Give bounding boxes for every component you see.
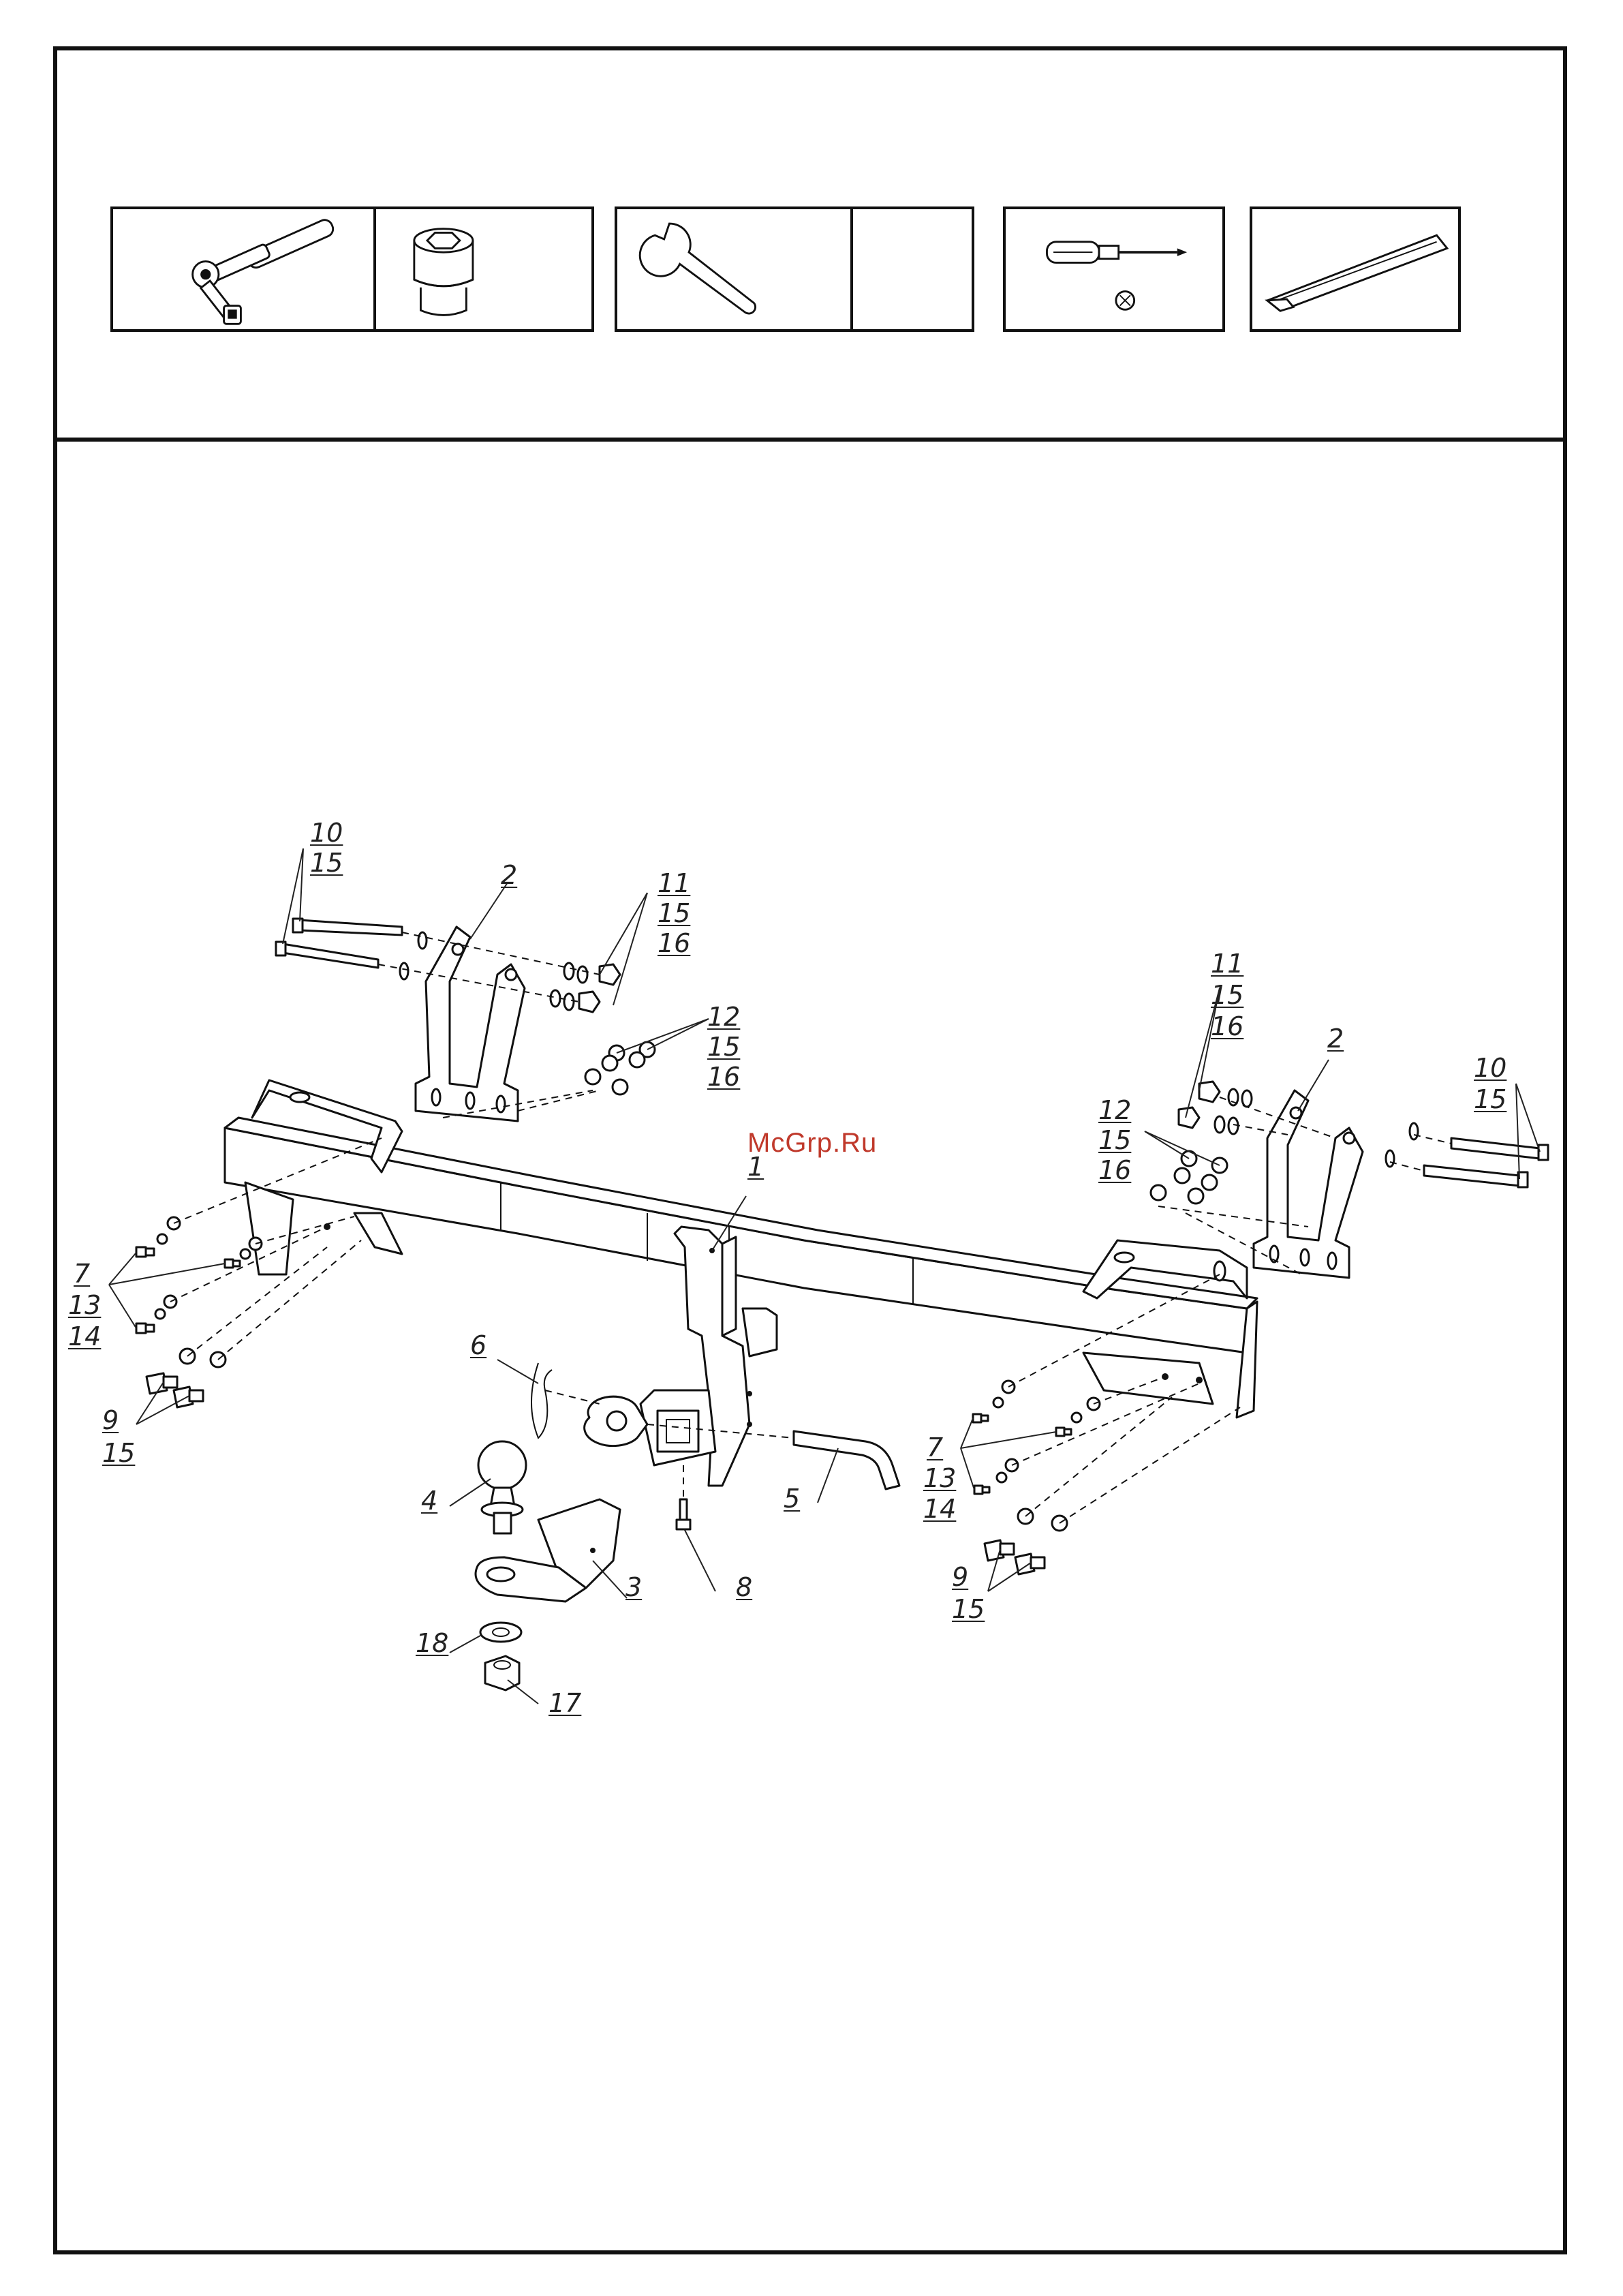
callout-11-left: 11 — [658, 870, 690, 896]
callout-1: 1 — [747, 1154, 764, 1180]
left-long-bolts — [276, 919, 427, 979]
callout-6: 6 — [470, 1332, 486, 1358]
right-mid-nuts — [1151, 1151, 1227, 1204]
callout-14-right: 14 — [923, 1496, 956, 1522]
callout-3: 3 — [625, 1574, 642, 1600]
callout-15-left-mid: 15 — [707, 1034, 740, 1060]
callout-15-right-bolts: 15 — [1474, 1086, 1506, 1112]
callout-16-left-nuts: 16 — [658, 930, 690, 956]
callout-4: 4 — [421, 1488, 437, 1514]
callout-8: 8 — [736, 1574, 752, 1600]
callout-7-left: 7 — [74, 1261, 90, 1287]
callout-15-left-bolts: 15 — [310, 850, 343, 876]
callout-15-left-nuts: 15 — [658, 900, 690, 926]
callout-9-left: 9 — [102, 1407, 119, 1433]
callout-12-right: 12 — [1098, 1097, 1131, 1123]
right-long-bolts — [1386, 1123, 1548, 1187]
callout-13-right: 13 — [923, 1465, 956, 1491]
callout-14-left: 14 — [68, 1323, 101, 1349]
callout-7-right: 7 — [927, 1435, 943, 1460]
callout-17: 17 — [548, 1690, 581, 1716]
right-side-bolts — [973, 1381, 1100, 1574]
callout-15-right-side: 15 — [952, 1596, 985, 1622]
right-vertical-bracket — [1254, 1090, 1363, 1278]
callout-2-left: 2 — [501, 862, 517, 888]
callout-5: 5 — [784, 1486, 800, 1512]
hitch-pin — [794, 1431, 899, 1489]
socket-bolt — [677, 1499, 690, 1529]
left-side-bolts — [136, 1217, 262, 1407]
washer-nut — [480, 1623, 521, 1690]
callout-15-right-mid: 15 — [1098, 1127, 1131, 1153]
left-vertical-bracket — [416, 927, 525, 1121]
callout-9-right: 9 — [952, 1564, 968, 1590]
spring-clip — [531, 1363, 552, 1438]
right-top-nuts — [1179, 1082, 1252, 1134]
watermark: McGrp.Ru — [747, 1128, 877, 1159]
tow-ball — [478, 1441, 526, 1533]
callout-16-left-mid: 16 — [707, 1064, 740, 1090]
left-top-nuts — [551, 963, 620, 1012]
callout-16-right-nuts: 16 — [1211, 1013, 1243, 1039]
callout-10-left: 10 — [310, 820, 343, 846]
callout-10-right: 10 — [1474, 1055, 1506, 1081]
callout-12-left: 12 — [707, 1004, 740, 1030]
callout-15-right-nuts: 15 — [1211, 982, 1243, 1008]
left-mid-nuts — [585, 1042, 655, 1095]
callout-15-left-side: 15 — [102, 1440, 135, 1466]
callout-13-left: 13 — [68, 1292, 101, 1318]
callout-11-right: 11 — [1211, 951, 1243, 977]
callout-18: 18 — [416, 1630, 448, 1656]
callout-16-right-mid: 16 — [1098, 1157, 1131, 1183]
callout-2-right: 2 — [1327, 1026, 1344, 1052]
